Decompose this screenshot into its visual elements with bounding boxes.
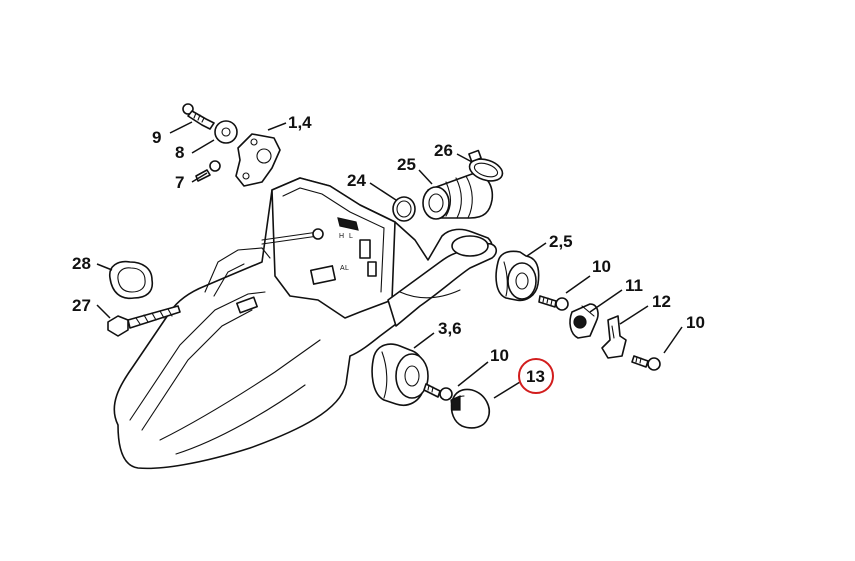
part-1-4-cover-plate <box>235 133 281 187</box>
callout-11: 11 <box>625 276 643 295</box>
callout-7: 7 <box>175 173 184 192</box>
callout-10-upper: 10 <box>592 257 611 276</box>
callout-10-right: 10 <box>686 313 705 332</box>
part-13-plug <box>450 388 490 429</box>
part-27-bolt <box>107 305 181 337</box>
mark-l: L <box>349 233 353 240</box>
callout-labels: 9 8 7 1,4 26 25 24 2,5 10 11 12 10 28 27… <box>72 113 705 394</box>
callout-24: 24 <box>347 171 366 190</box>
part-26-hose-clamp <box>468 149 504 182</box>
mark-h: H <box>339 233 344 240</box>
part-25-intake-boot <box>422 173 494 220</box>
callout-10-lower: 10 <box>490 346 509 365</box>
part-2-5-buffer <box>495 250 540 302</box>
callout-27: 27 <box>72 296 91 315</box>
part-10-screw-lower <box>423 383 453 401</box>
callout-26: 26 <box>434 141 453 160</box>
highlight-circle <box>518 358 554 394</box>
part-9-screw <box>182 103 215 130</box>
part-8-washer <box>214 120 238 144</box>
part-10-screw-right <box>631 355 661 371</box>
mark-a: A <box>340 265 345 272</box>
callout-8: 8 <box>175 143 184 162</box>
part-11-bracket <box>569 303 599 339</box>
mark-l2: L <box>345 265 349 272</box>
part-24-ring <box>392 196 416 222</box>
part-28-gasket <box>108 260 154 300</box>
part-10-screw-upper <box>538 295 569 311</box>
callout-1-4: 1,4 <box>288 113 312 132</box>
part-12-clip <box>601 315 627 359</box>
callout-2-5: 2,5 <box>549 232 573 251</box>
leader-lines <box>96 121 683 399</box>
callout-25: 25 <box>397 155 416 174</box>
callout-3-6: 3,6 <box>438 319 462 338</box>
engine-housing: H L A L <box>113 177 498 470</box>
callout-13: 13 <box>526 367 545 386</box>
callout-9: 9 <box>152 128 161 147</box>
callout-12: 12 <box>652 292 671 311</box>
callout-28: 28 <box>72 254 91 273</box>
part-3-6-buffer <box>371 343 429 406</box>
